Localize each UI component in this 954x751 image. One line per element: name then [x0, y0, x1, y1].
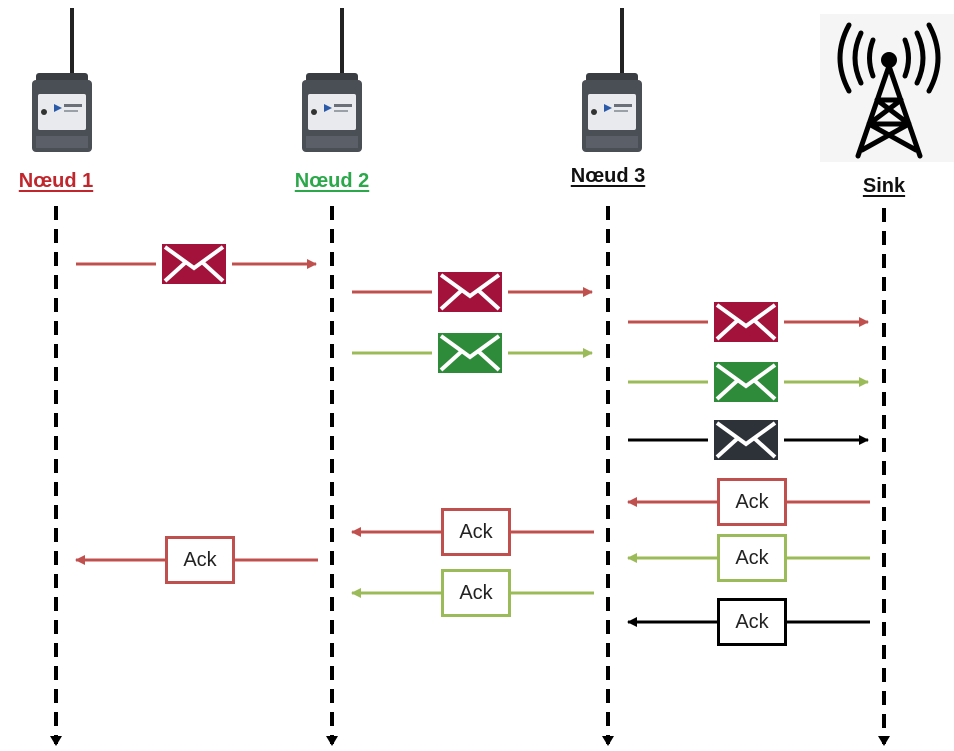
ack-label-box: Ack — [717, 534, 787, 582]
envelope-icon — [156, 242, 232, 286]
envelope-icon — [708, 300, 784, 344]
ack-label-box: Ack — [717, 598, 787, 646]
envelope-icon — [708, 360, 784, 404]
envelope-icon — [708, 418, 784, 462]
ack-label-box: Ack — [441, 508, 511, 556]
envelope-icon — [432, 331, 508, 375]
node-1-device-icon — [32, 8, 92, 152]
radio-tower-icon — [820, 14, 954, 162]
message-envelopes — [156, 242, 784, 462]
envelope-icon — [432, 270, 508, 314]
node-label-noeud-2: Nœud 2 — [294, 170, 370, 192]
ack-label-box: Ack — [717, 478, 787, 526]
ack-label-box: Ack — [165, 536, 235, 584]
node-label-noeud-3: Nœud 3 — [570, 165, 646, 187]
node-3-device-icon — [582, 8, 642, 152]
node-label-sink: Sink — [862, 175, 906, 197]
lifelines — [50, 206, 890, 746]
ack-label-box: Ack — [441, 569, 511, 617]
node-label-noeud-1: Nœud 1 — [18, 170, 94, 192]
node-2-device-icon — [302, 8, 362, 152]
